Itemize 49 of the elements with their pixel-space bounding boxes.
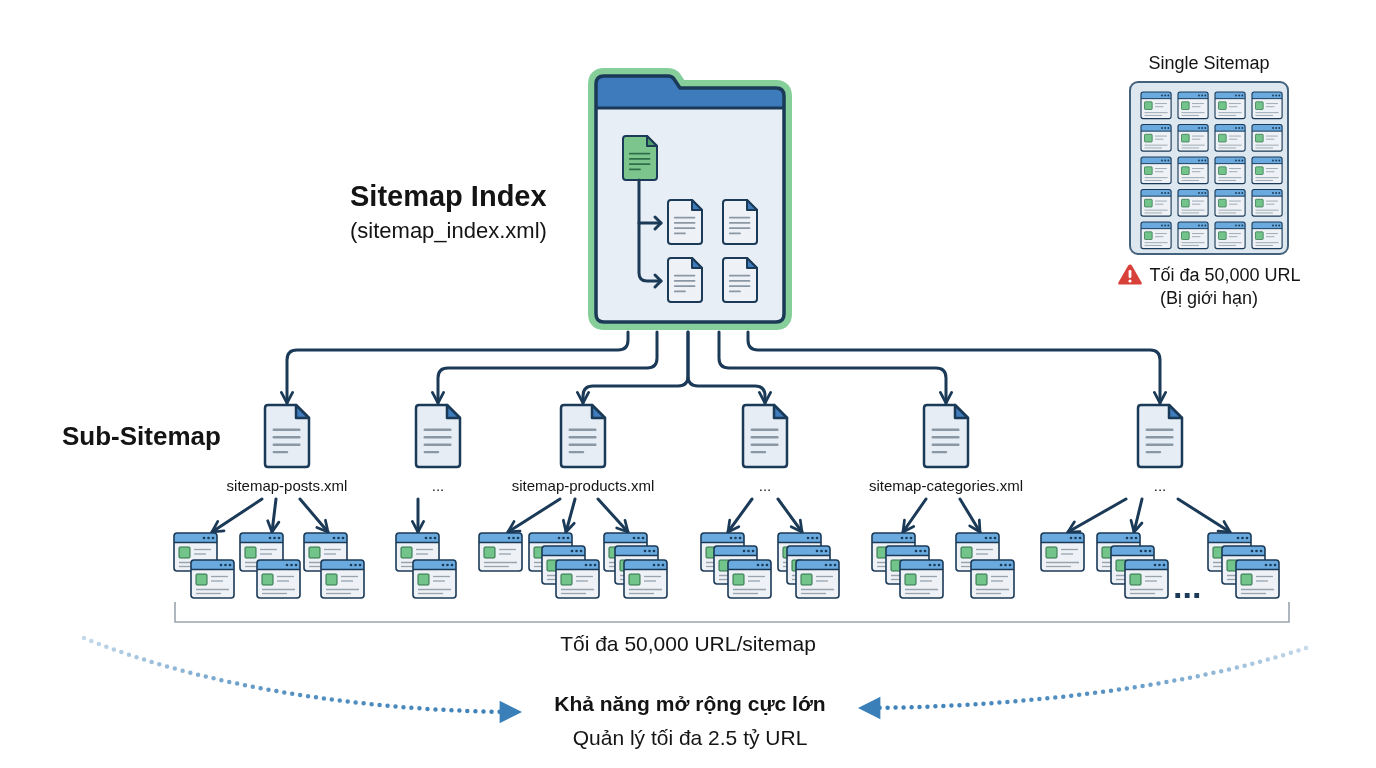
callout-text: Quản lý tối đa 2.5 tỷ URL bbox=[572, 724, 808, 750]
file-name: sitemap-categories.xml bbox=[868, 477, 1024, 495]
section-label: Sub-Sitemap bbox=[62, 421, 221, 451]
heading: Sitemap Index bbox=[350, 180, 547, 213]
arrow bbox=[280, 330, 630, 405]
callout-heading: Khả năng mở rộng cực lớn bbox=[554, 690, 826, 716]
arrow bbox=[1129, 497, 1144, 534]
browser-window-stack bbox=[1096, 532, 1169, 599]
arrow bbox=[901, 497, 928, 534]
arrow bbox=[958, 497, 982, 534]
browser-window-stack bbox=[1207, 532, 1280, 599]
arrow bbox=[686, 330, 772, 405]
file-name: ... bbox=[758, 477, 772, 495]
arrow bbox=[776, 497, 804, 534]
arrow bbox=[596, 497, 630, 534]
arrow bbox=[1066, 497, 1128, 534]
browser-window-stack bbox=[173, 532, 235, 599]
arrow bbox=[726, 497, 754, 534]
browser-window-stack bbox=[239, 532, 301, 599]
file-name: ... bbox=[431, 477, 445, 495]
limit-note: Tối đa 50,000 URL/sitemap bbox=[560, 631, 816, 656]
browser-window-stack bbox=[955, 532, 1015, 599]
file-name: sitemap-posts.xml bbox=[226, 477, 348, 495]
arrow bbox=[266, 497, 281, 534]
browser-window-stack bbox=[700, 532, 772, 599]
file-name: sitemap-products.xml bbox=[511, 477, 655, 495]
browser-window-stack bbox=[1040, 532, 1085, 572]
ellipsis: ... bbox=[1173, 571, 1202, 601]
browser-window-stack bbox=[603, 532, 668, 599]
arrow bbox=[506, 497, 562, 534]
arrow bbox=[298, 497, 330, 534]
warning-text: Tối đa 50,000 URL bbox=[1149, 263, 1301, 286]
browser-window-stack bbox=[871, 532, 944, 599]
browser-window-stack bbox=[303, 532, 365, 599]
file-name: (sitemap_index.xml) bbox=[350, 218, 547, 244]
arrow bbox=[411, 497, 425, 534]
panel-heading: Single Sitemap bbox=[1148, 52, 1270, 74]
arrow bbox=[210, 497, 264, 534]
arrow bbox=[746, 330, 1167, 405]
note-text: (Bị giới hạn) bbox=[1160, 287, 1258, 309]
file-name: ... bbox=[1153, 477, 1167, 495]
arrow bbox=[1176, 497, 1232, 534]
arrow bbox=[431, 330, 659, 405]
arrow bbox=[562, 497, 577, 534]
browser-window-stack bbox=[777, 532, 840, 599]
browser-window-stack bbox=[395, 532, 457, 599]
browser-window-stack bbox=[478, 532, 523, 572]
arrow bbox=[717, 330, 953, 405]
browser-window-stack bbox=[528, 532, 600, 599]
